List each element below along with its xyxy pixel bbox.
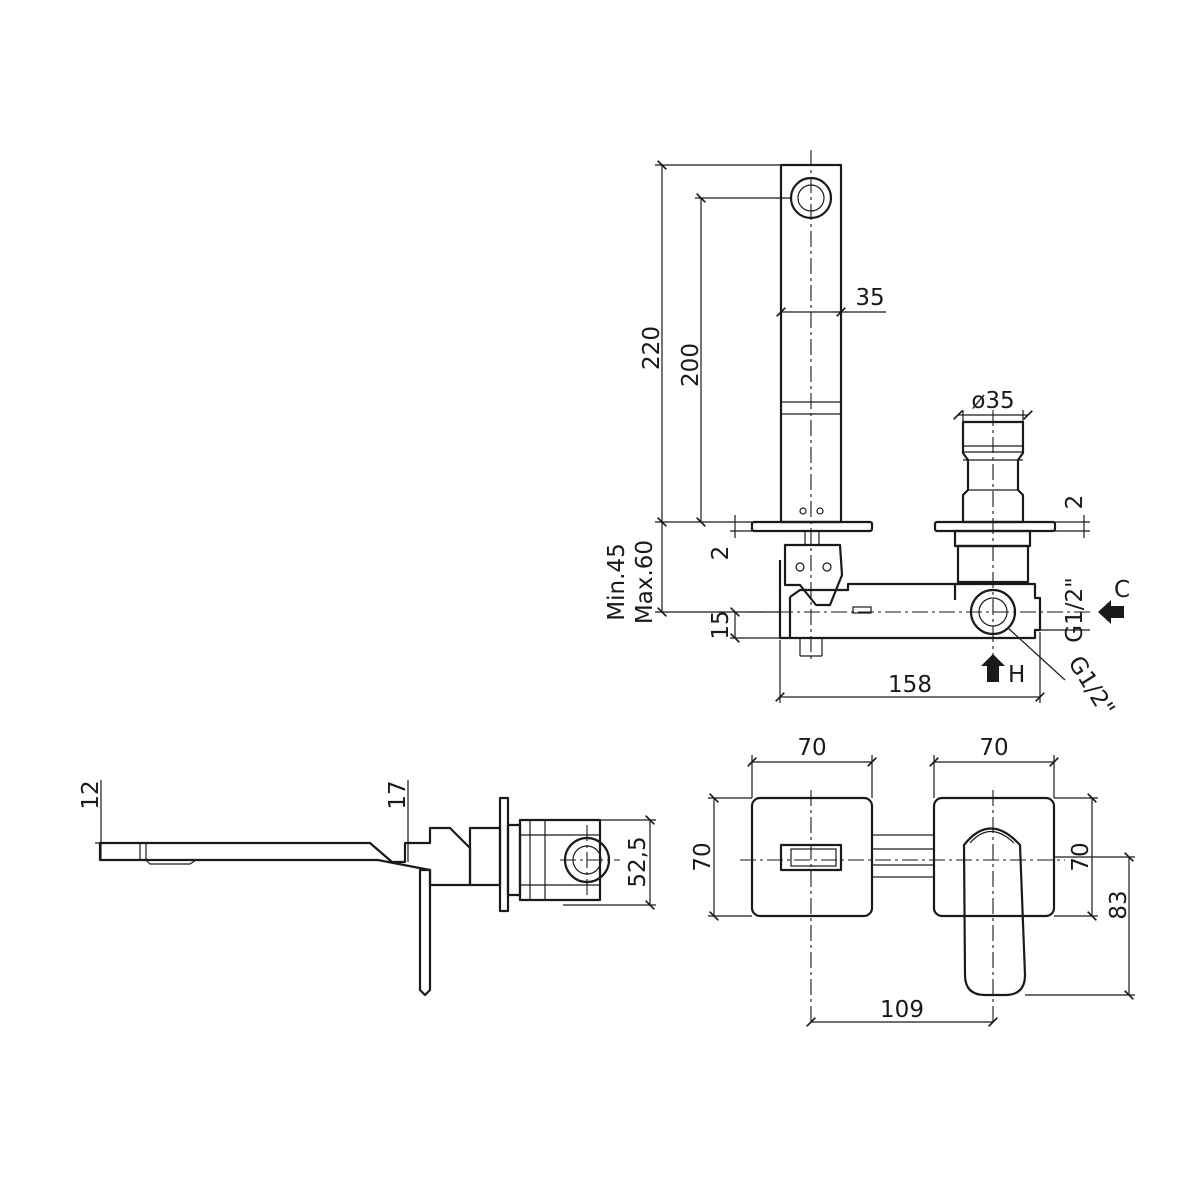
dim-15-label: 15	[708, 610, 734, 639]
spout-wall-plate	[750, 520, 874, 607]
dim-200-label: 200	[678, 343, 704, 387]
dim-dia35-label: ø35	[971, 388, 1014, 414]
top-view-dimensions	[655, 160, 1090, 703]
thread-side-label: G1/2"	[1062, 577, 1088, 642]
dim-70-left-top-label: 70	[797, 735, 826, 761]
dim-70-right-side-label: 70	[1068, 842, 1094, 871]
side-view: 12 17 52,5	[78, 780, 656, 997]
dim-2-right-label: 2	[1062, 495, 1088, 510]
hot-inlet-arrow-icon	[981, 654, 1005, 682]
top-view: 220 200 35 ø35 2 2 Min.45 Max.60 15 158 …	[604, 150, 1130, 721]
dim-70-left-side-label: 70	[690, 842, 716, 871]
side-spout	[98, 826, 472, 887]
hot-label: H	[1008, 662, 1025, 688]
dim-17-label: 17	[385, 780, 411, 809]
dim-35-label: 35	[855, 285, 884, 311]
front-view-dimensions	[708, 755, 1135, 1027]
top-view-labels: 220 200 35 ø35 2 2 Min.45 Max.60 15 158 …	[604, 285, 1130, 721]
side-view-labels: 12 17 52,5	[78, 780, 651, 887]
inlet-arrows	[981, 600, 1124, 682]
cold-label: C	[1114, 577, 1130, 603]
dim-52-5-label: 52,5	[625, 836, 651, 887]
side-handle	[418, 868, 432, 997]
front-centerlines	[740, 790, 1065, 1025]
dim-2-left-label: 2	[708, 546, 734, 561]
dim-12-label: 12	[78, 780, 104, 809]
spout-body	[779, 150, 843, 660]
dim-min45-label: Min.45	[604, 543, 630, 620]
dim-109-label: 109	[880, 997, 924, 1023]
dim-max60-label: Max.60	[632, 540, 658, 624]
dim-220-label: 220	[639, 326, 665, 370]
front-spout-plate	[750, 796, 874, 918]
dim-83-label: 83	[1106, 890, 1132, 919]
front-view-labels: 70 70 70 70 83 109	[690, 735, 1132, 1023]
dim-70-right-top-label: 70	[979, 735, 1008, 761]
side-plate-and-body	[468, 796, 620, 913]
thread-bottom-label: G1/2"	[1063, 652, 1120, 721]
front-mixer-plate	[932, 796, 1056, 997]
cold-inlet-arrow-icon	[1098, 600, 1124, 624]
front-view: 70 70 70 70 83 109	[690, 735, 1135, 1027]
mixer-cartridge	[750, 410, 1090, 660]
side-view-dimensions	[95, 780, 656, 910]
front-connector	[871, 834, 935, 878]
dim-158-label: 158	[888, 672, 932, 698]
concealed-body	[778, 560, 963, 657]
